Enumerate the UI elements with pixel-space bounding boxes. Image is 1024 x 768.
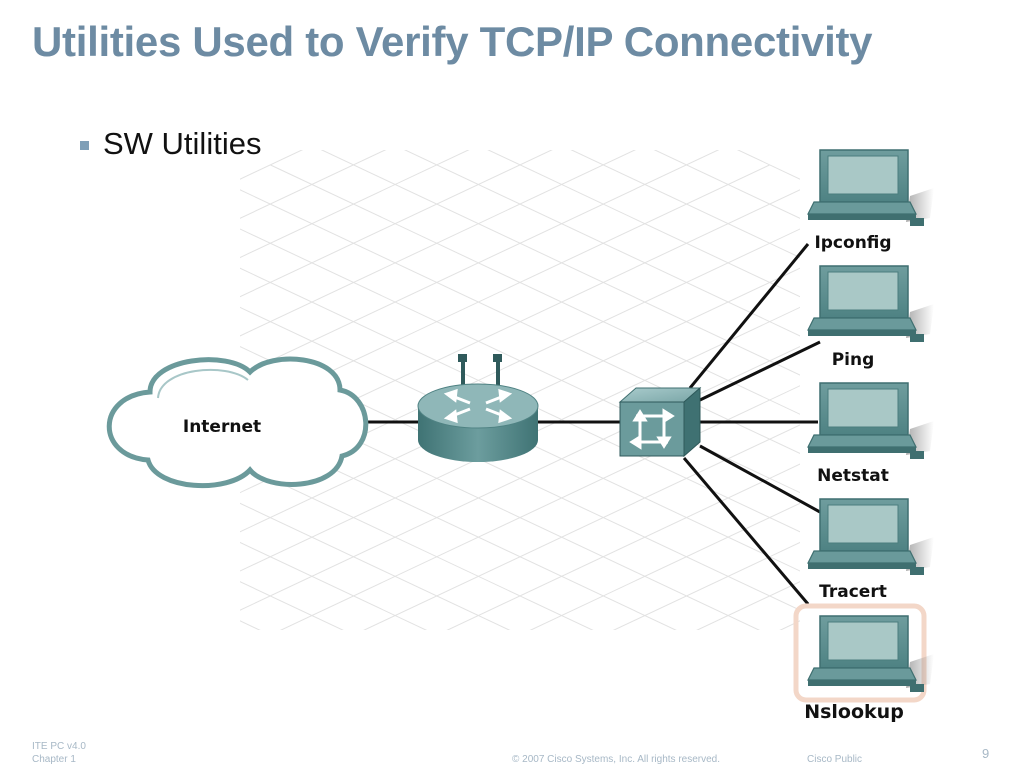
grid-line (736, 150, 800, 180)
host-netstat: Netstat (807, 382, 935, 486)
page-number: 9 (982, 746, 990, 761)
host-ipconfig: Ipconfig (807, 149, 935, 253)
host-nslookup: Nslookup (793, 603, 935, 723)
cloud-label: Internet (183, 417, 261, 437)
bullet-item: SW Utilities (80, 126, 261, 162)
computer-icon (807, 615, 935, 693)
footer-classification: Cisco Public (807, 754, 863, 765)
grid-line (779, 620, 800, 630)
link-switch-nslookup (682, 457, 810, 605)
switch (618, 386, 702, 458)
footer-course: ITE PC v4.0 (32, 741, 86, 752)
host-label: Ping (832, 350, 875, 370)
link-switch-tracert (699, 444, 821, 514)
grid-line (363, 424, 800, 630)
host-label: Nslookup (804, 701, 904, 723)
host-label: Netstat (817, 466, 889, 486)
computer-icon (807, 498, 935, 576)
grid-line (240, 150, 720, 376)
host-label: Ipconfig (814, 233, 891, 253)
footer-chapter: Chapter 1 (32, 754, 76, 765)
host-ping: Ping (807, 265, 935, 370)
grid-floor (240, 150, 800, 630)
grid-line (240, 502, 511, 630)
router-icon (417, 354, 539, 462)
internet-cloud: Internet (106, 356, 369, 489)
connection-lines (364, 243, 821, 605)
router (417, 354, 539, 462)
grid-line (240, 463, 594, 630)
host-tracert: Tracert (807, 498, 935, 602)
switch-icon (618, 386, 702, 458)
bullet-square-icon (80, 140, 89, 150)
slide-title: Utilities Used to Verify TCP/IP Connecti… (32, 18, 873, 65)
grid-line (696, 581, 800, 630)
grid-line (240, 424, 677, 630)
grid-line (653, 150, 800, 219)
computer-icon (807, 265, 935, 343)
computer-icon (807, 149, 935, 227)
link-switch-ping (699, 340, 821, 402)
grid-line (529, 502, 800, 630)
link-switch-ipconfig (688, 243, 810, 389)
bullet-text: SW Utilities (103, 126, 262, 161)
footer-copyright: © 2007 Cisco Systems, Inc. All rights re… (512, 754, 721, 765)
cloud-icon (106, 356, 369, 489)
grid-line (240, 150, 304, 180)
host-label: Tracert (819, 582, 887, 602)
computer-icon (807, 382, 935, 460)
